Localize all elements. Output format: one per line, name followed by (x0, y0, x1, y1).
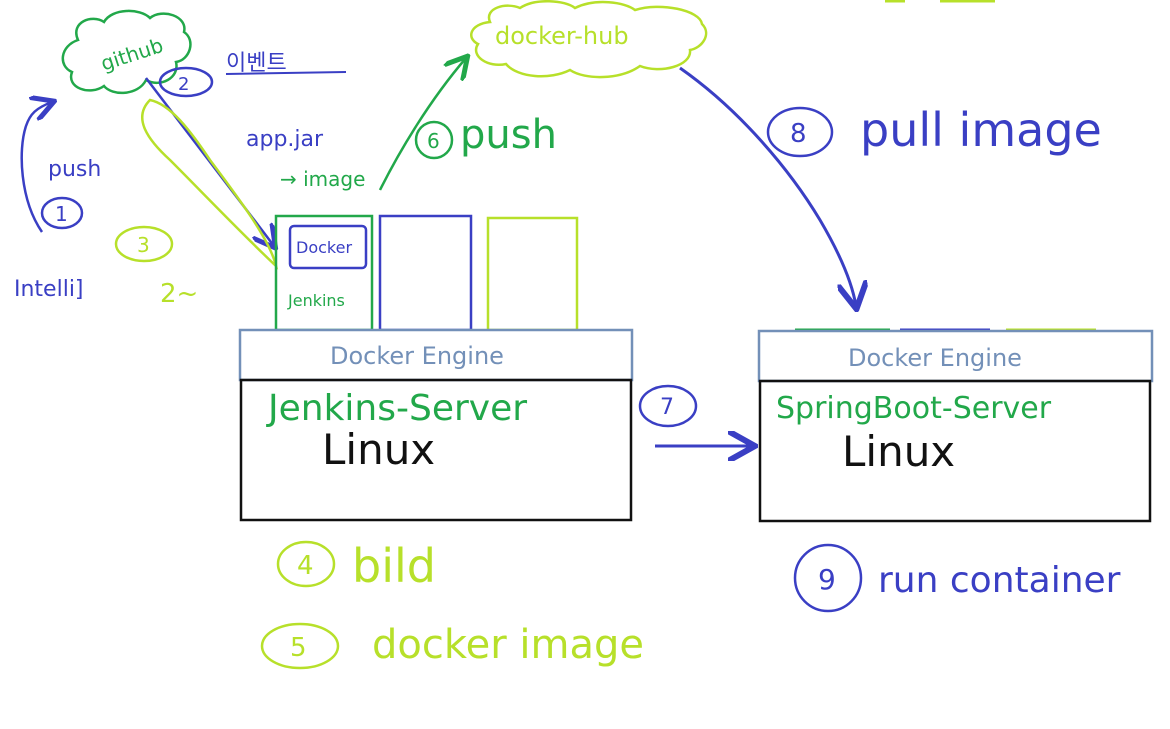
push-to-hub-arrow (378, 58, 466, 191)
step2-number: 2 (178, 74, 189, 95)
step2-text: 이벤트 (226, 51, 287, 76)
step8-number: 8 (790, 119, 807, 149)
empty-container-blue (378, 214, 473, 332)
step3-text: 2~ (160, 279, 198, 309)
step6-number: 6 (427, 129, 440, 153)
docker-hub-cloud (470, 0, 708, 79)
step3-number: 3 (137, 233, 150, 257)
step4-text: bild (352, 539, 436, 593)
step6-text: push (460, 112, 557, 158)
jenkins-server-box (239, 378, 633, 522)
left-engine-label: Docker Engine (330, 342, 504, 370)
step1-circle (40, 196, 84, 230)
github-label: github (98, 33, 166, 76)
right-os-label: Linux (842, 427, 955, 476)
docker-in-jenkins-box (288, 224, 368, 270)
push-arrow (20, 102, 52, 233)
right-server-label: SpringBoot-Server (776, 391, 1052, 426)
step8-circle (766, 106, 834, 158)
springboot-server-box (758, 379, 1152, 523)
intellij-label: Intelli] (14, 277, 84, 302)
step7-circle (638, 384, 698, 428)
jenkins-container-label: Jenkins (287, 291, 345, 310)
step9-number: 9 (818, 563, 836, 596)
image-label: → image (280, 167, 365, 191)
github-cloud (61, 9, 192, 94)
step8-text: pull image (860, 103, 1102, 157)
step9-text: run container (878, 560, 1121, 601)
right-engine-label: Docker Engine (848, 344, 1022, 372)
docker-hub-label: docker-hub (495, 22, 629, 50)
step6-circle (414, 120, 454, 160)
right-docker-engine (757, 329, 1154, 383)
step3-circle (114, 225, 174, 263)
step9-circle (793, 543, 863, 613)
step1-number: 1 (55, 202, 68, 226)
pull-arrow (679, 66, 856, 306)
left-server-label: Jenkins-Server (266, 388, 527, 429)
step3-stroke (140, 98, 279, 270)
empty-container-lime (486, 216, 579, 332)
left-os-label: Linux (322, 425, 435, 474)
step2-underline (225, 71, 347, 75)
step5-text: docker image (372, 622, 644, 668)
step4-circle (276, 540, 336, 588)
step7-number: 7 (660, 395, 674, 420)
docker-in-jenkins-label: Docker (296, 238, 352, 257)
step5-number: 5 (290, 633, 307, 663)
step5-circle (260, 622, 340, 670)
step4-number: 4 (297, 551, 314, 581)
left-docker-engine (238, 328, 634, 382)
step2-circle (158, 66, 214, 98)
push-label: push (48, 157, 101, 182)
app-jar-label: app.jar (246, 127, 324, 152)
